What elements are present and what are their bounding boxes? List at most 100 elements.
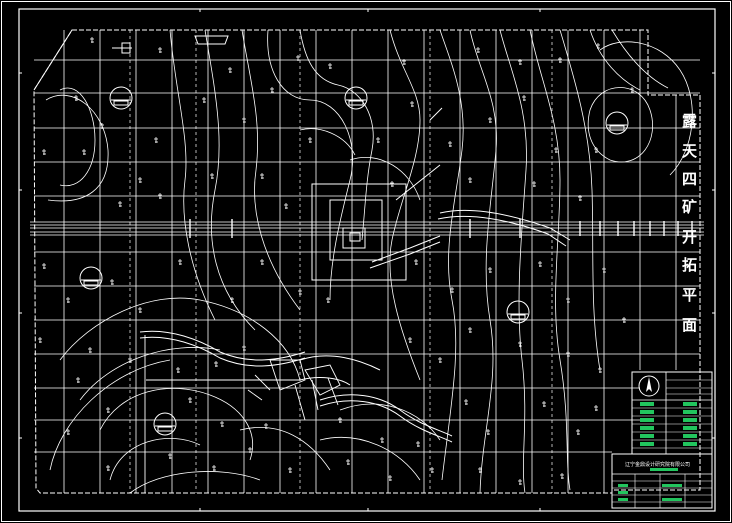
survey-point (560, 473, 564, 479)
survey-point (602, 267, 606, 273)
survey-point (88, 347, 92, 353)
survey-point (176, 367, 180, 373)
survey-point (468, 177, 472, 183)
survey-point (264, 423, 268, 429)
survey-point (308, 137, 312, 143)
survey-point (100, 123, 104, 129)
survey-point (210, 173, 214, 179)
survey-point (594, 147, 598, 153)
survey-point (464, 399, 468, 405)
title-char: 天 (682, 142, 698, 160)
survey-point (328, 63, 332, 69)
exploration-lines (129, 30, 553, 493)
survey-point (38, 337, 42, 343)
survey-point (110, 279, 114, 285)
survey-point (468, 327, 472, 333)
survey-point (270, 87, 274, 93)
pit-lower-cluster (247, 359, 341, 421)
survey-point (542, 401, 546, 407)
survey-point (430, 467, 434, 473)
title-char: 开 (682, 228, 697, 246)
drill-hole-marker (344, 86, 368, 110)
top-legend-mark (112, 35, 229, 54)
survey-point (416, 441, 420, 447)
survey-point (518, 341, 522, 347)
survey-point (402, 59, 406, 65)
survey-point (346, 459, 350, 465)
survey-point (594, 405, 598, 411)
survey-point (596, 43, 600, 49)
survey-point (260, 259, 264, 265)
survey-point (90, 37, 94, 43)
survey-point (410, 101, 414, 107)
survey-point (178, 259, 182, 265)
drill-hole-marker (605, 111, 629, 135)
survey-point (248, 447, 252, 453)
survey-point (438, 357, 442, 363)
title-char: 拓 (682, 256, 697, 274)
title-char: 矿 (682, 198, 697, 216)
survey-point (388, 475, 392, 481)
survey-point (554, 147, 558, 153)
compass-icon (638, 375, 660, 397)
survey-point (220, 421, 224, 427)
survey-point (82, 149, 86, 155)
survey-point (118, 201, 122, 207)
title-char: 露 (682, 112, 698, 130)
survey-point (578, 195, 582, 201)
title-char: 四 (682, 170, 697, 188)
survey-point (518, 479, 522, 485)
survey-point (288, 467, 292, 473)
survey-point (242, 117, 246, 123)
survey-point (42, 263, 46, 269)
title-char: 面 (682, 316, 697, 334)
survey-point (76, 377, 80, 383)
survey-point (376, 137, 380, 143)
survey-point (558, 57, 562, 63)
survey-point (518, 59, 522, 65)
survey-points (38, 37, 634, 485)
survey-point (106, 407, 110, 413)
survey-point (450, 287, 454, 293)
survey-point (488, 117, 492, 123)
survey-point (380, 437, 384, 443)
title-block: 辽宁金鼎设计研究院有限公司 (611, 453, 713, 509)
survey-point (488, 267, 492, 273)
survey-point (390, 181, 394, 187)
survey-point (212, 465, 216, 471)
survey-point (138, 307, 142, 313)
central-pit (311, 183, 407, 281)
survey-point (66, 429, 70, 435)
survey-point (42, 149, 46, 155)
road-hatching (189, 219, 693, 238)
drill-hole-marker (506, 300, 530, 324)
contour-lines (45, 29, 693, 494)
drawing-title: 露 天 四 矿 开 拓 平 面 (682, 112, 698, 334)
survey-point (598, 367, 602, 373)
north-arrow-icon (646, 377, 652, 392)
survey-point (478, 467, 482, 473)
survey-point (476, 47, 480, 53)
survey-point (448, 141, 452, 147)
survey-point (138, 177, 142, 183)
survey-point (158, 193, 162, 199)
survey-point (202, 97, 206, 103)
survey-point (522, 95, 526, 101)
survey-point (538, 261, 542, 267)
survey-point (408, 337, 412, 343)
company-name: 辽宁金鼎设计研究院有限公司 (625, 461, 690, 468)
survey-point (298, 289, 302, 295)
survey-point (168, 453, 172, 459)
survey-point (188, 397, 192, 403)
survey-point (128, 357, 132, 363)
survey-point (214, 361, 218, 367)
survey-point (284, 203, 288, 209)
survey-point (566, 351, 570, 357)
haul-roads (139, 107, 571, 443)
survey-point (630, 87, 634, 93)
survey-point (66, 297, 70, 303)
survey-point (242, 345, 246, 351)
survey-point (228, 67, 232, 73)
survey-point (532, 181, 536, 187)
